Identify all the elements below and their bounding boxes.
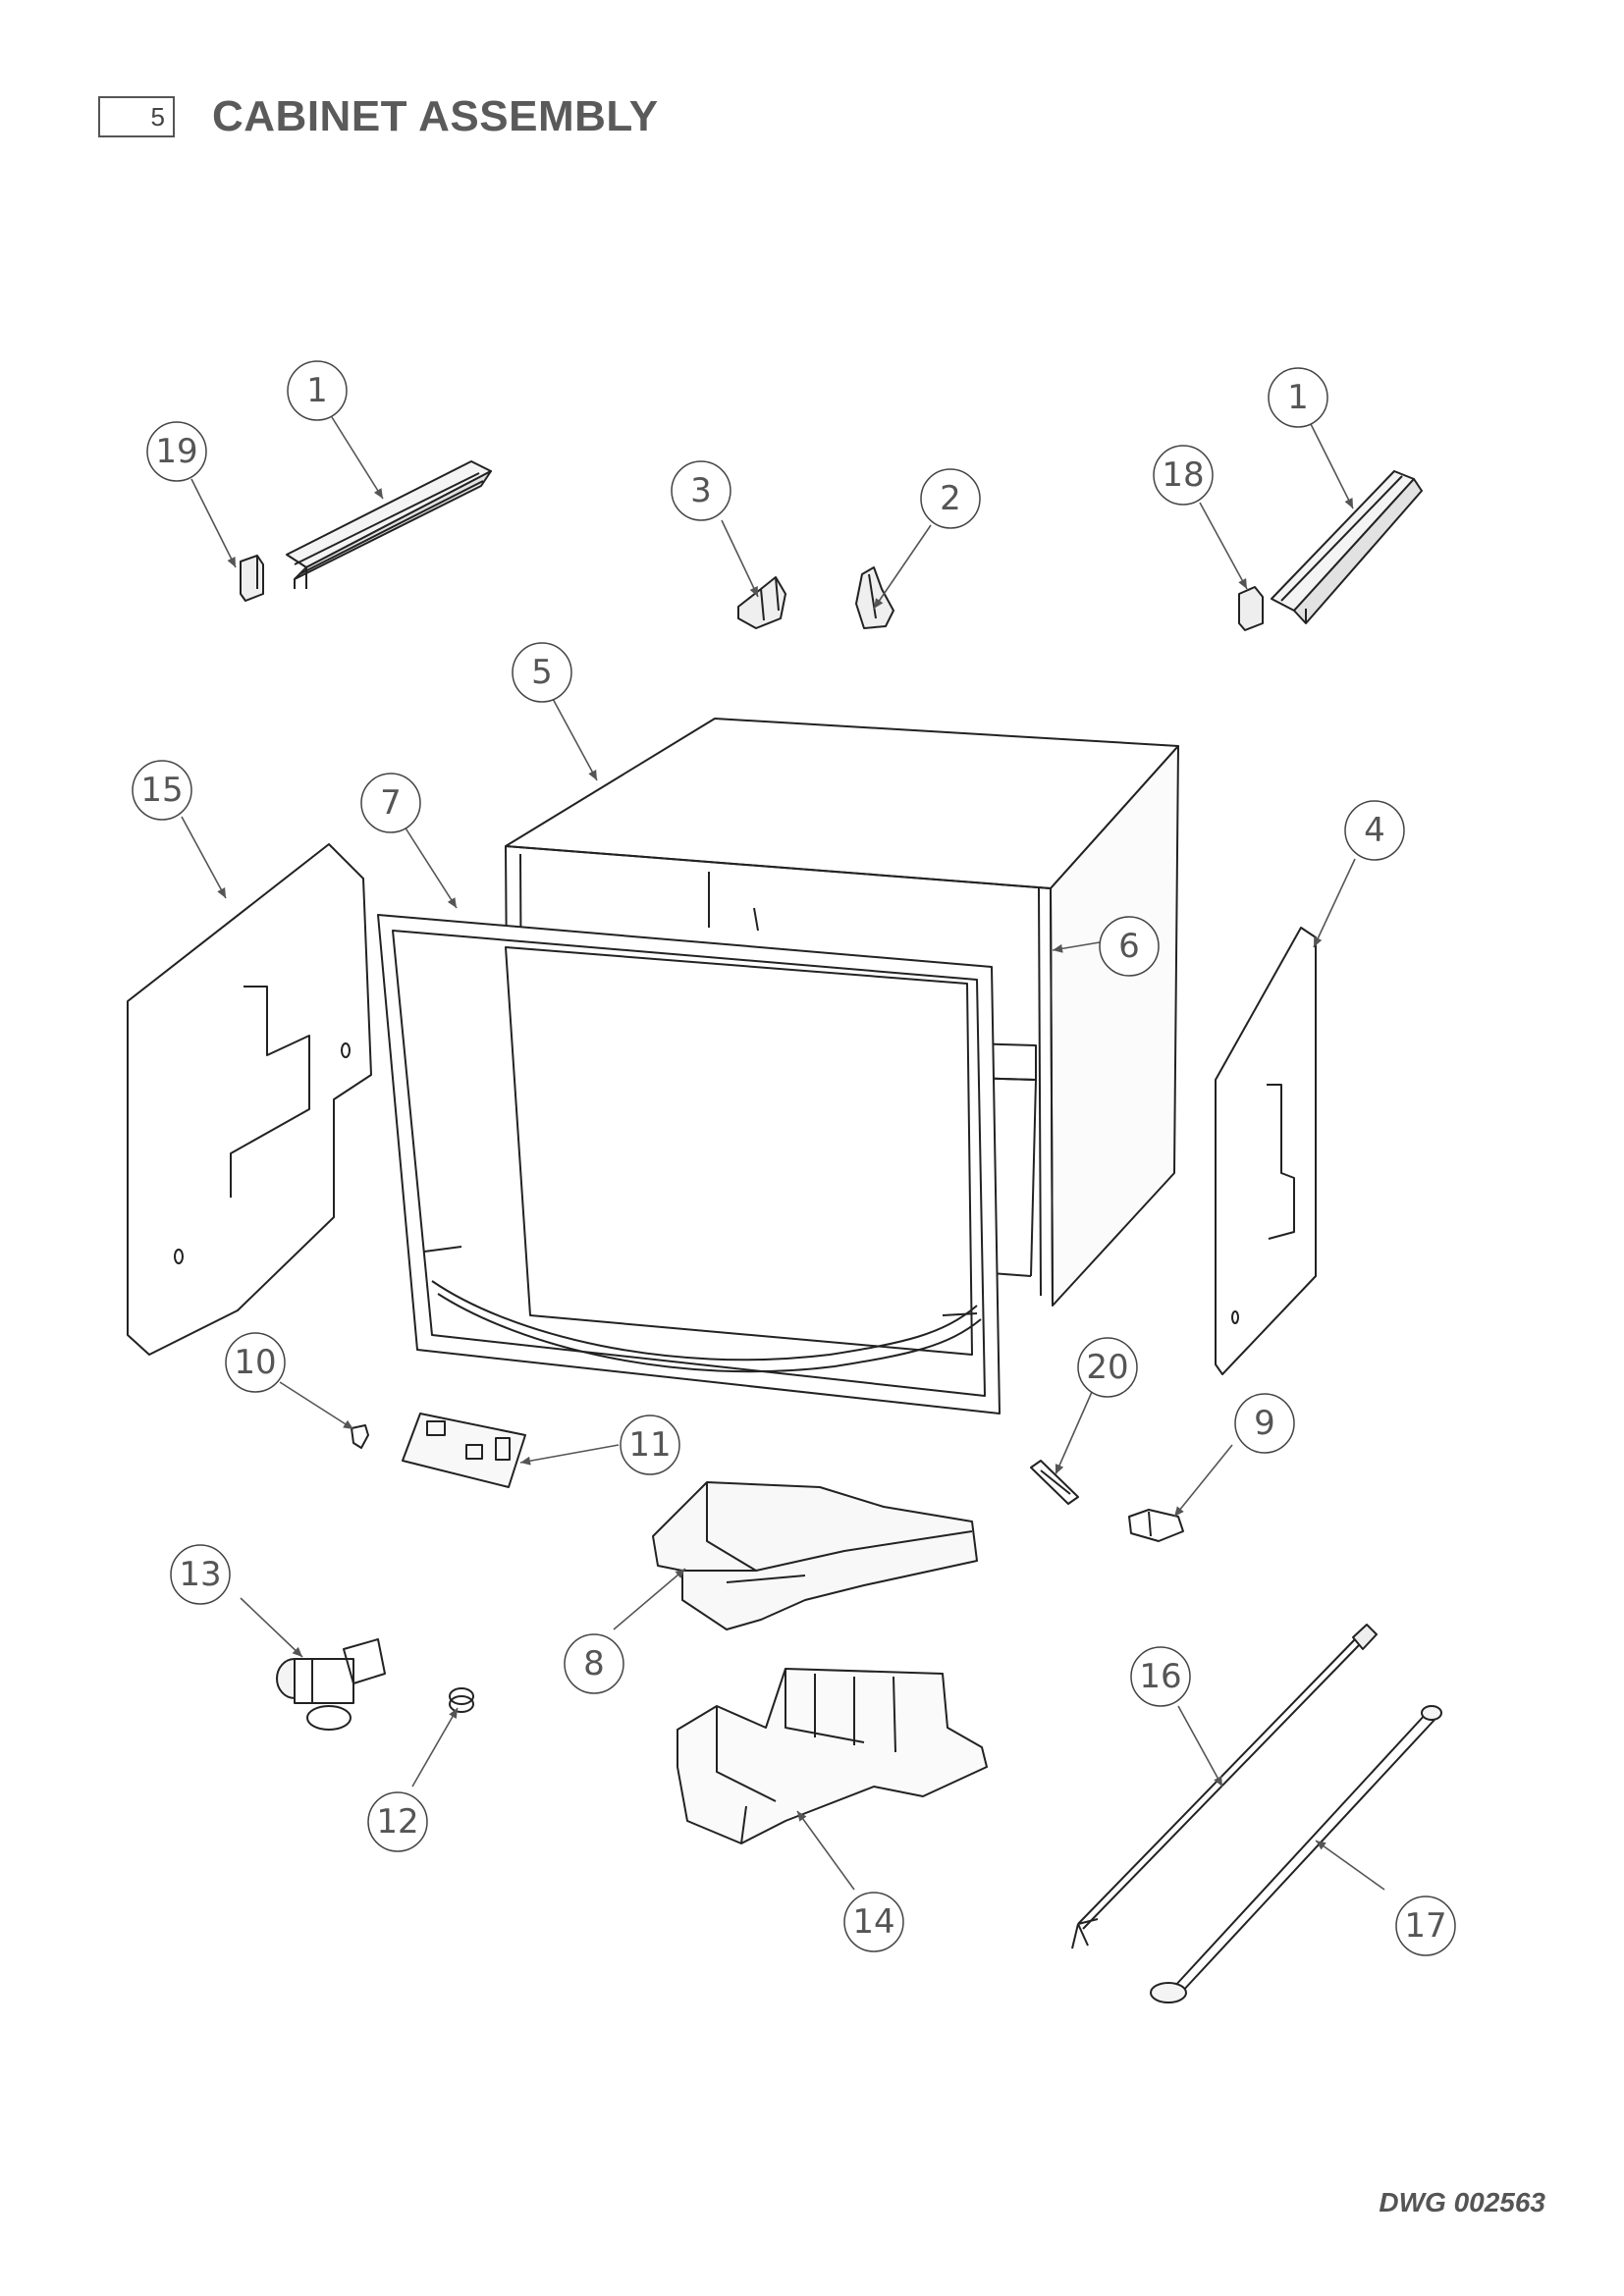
callout-circles — [132, 360, 1456, 1956]
drawer-rail-right — [1271, 470, 1423, 624]
callout-labels: 1 19 3 2 1 18 5 15 7 4 6 10 11 20 9 13 8… — [140, 371, 1446, 1946]
callout-label: 16 — [1139, 1657, 1181, 1696]
callout-label: 4 — [1364, 811, 1385, 850]
hose-clip — [449, 1687, 474, 1713]
callout-label: 18 — [1162, 455, 1204, 495]
side-panel-right — [1215, 927, 1317, 1375]
callout-label: 15 — [140, 771, 183, 810]
guide-strip — [1030, 1460, 1079, 1505]
screw-10 — [351, 1424, 369, 1449]
callout-label: 1 — [306, 371, 328, 410]
callout-label: 9 — [1254, 1404, 1275, 1443]
power-cable — [1071, 1624, 1378, 1949]
switch-9 — [1128, 1509, 1184, 1542]
page-number-box: 5 — [98, 96, 175, 137]
cabinet-body — [505, 718, 1179, 1307]
callout-label: 7 — [380, 783, 402, 823]
rail-end-cap-left — [240, 555, 264, 602]
callout-label: 12 — [376, 1802, 418, 1842]
callout-label: 17 — [1404, 1906, 1446, 1946]
callout-label: 10 — [234, 1343, 276, 1382]
rail-end-cap-right — [1238, 586, 1264, 631]
page-number: 5 — [150, 101, 165, 132]
page-header: 5 CABINET ASSEMBLY — [98, 92, 659, 141]
pcb-board — [402, 1413, 526, 1488]
base-tray — [677, 1668, 988, 1844]
page-title: CABINET ASSEMBLY — [212, 92, 659, 140]
callout-label: 2 — [940, 479, 961, 518]
side-panel-left — [127, 843, 372, 1356]
callout-label: 3 — [690, 471, 712, 510]
inlet-valve — [276, 1638, 386, 1731]
callout-label: 6 — [1118, 927, 1140, 966]
callout-label: 8 — [583, 1644, 605, 1683]
drawer-rail-left — [286, 460, 492, 589]
callout-label: 20 — [1086, 1348, 1128, 1387]
callout-label: 11 — [628, 1425, 671, 1465]
drain-hose — [1150, 1705, 1442, 2003]
leader-lines — [181, 416, 1385, 1891]
callout-label: 14 — [852, 1902, 894, 1942]
hinge-bracket-3 — [737, 576, 786, 629]
callout-label: 5 — [531, 653, 553, 692]
drawing-number: DWG 002563 — [1379, 2187, 1545, 2217]
callout-label: 13 — [179, 1555, 221, 1594]
control-housing — [652, 1481, 978, 1630]
hinge-bracket-2 — [855, 566, 894, 629]
callout-label: 1 — [1287, 378, 1309, 417]
callout-label: 19 — [155, 432, 197, 471]
front-frame — [377, 914, 1001, 1415]
